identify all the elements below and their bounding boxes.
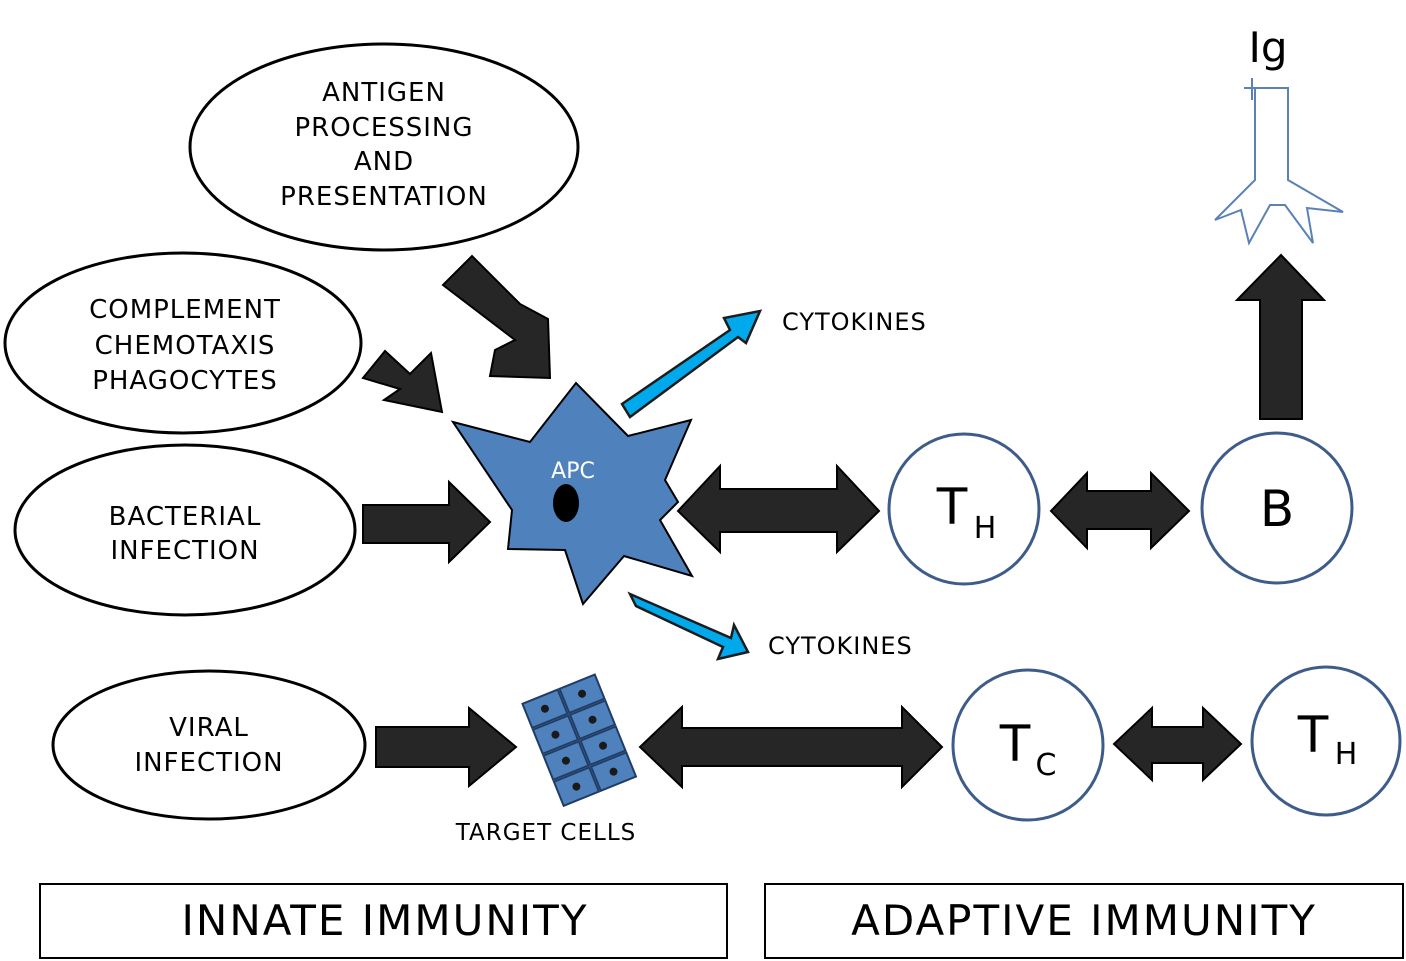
cytokine-arrow-top (620, 309, 763, 419)
th-top-main: T (936, 478, 968, 536)
viral-line-1: VIRAL (169, 713, 249, 743)
adaptive-immunity-box: ADAPTIVE IMMUNITY (764, 883, 1404, 959)
innate-immunity-box: INNATE IMMUNITY (39, 883, 728, 959)
antigen-processing-line-1: ANTIGEN (322, 78, 446, 108)
complement-line-3: PHAGOCYTES (92, 366, 278, 396)
complement-line-2: CHEMOTAXIS (95, 331, 276, 361)
apc-cell: APC (450, 381, 695, 606)
antibody-icon (1214, 78, 1344, 246)
cytokines-bottom-label: CYTOKINES (768, 632, 913, 660)
cytokines-top-label: CYTOKINES (782, 308, 927, 336)
double-arrow-target-tc (638, 704, 944, 790)
b-cell-main: B (1260, 480, 1294, 538)
arrow-complement-to-apc (361, 349, 444, 414)
antigen-processing-line-3: AND (354, 147, 414, 177)
innate-immunity-label: INNATE IMMUNITY (182, 896, 589, 945)
adaptive-immunity-label: ADAPTIVE IMMUNITY (851, 896, 1317, 945)
target-cells-label: TARGET CELLS (455, 820, 637, 846)
bacterial-line-1: BACTERIAL (109, 502, 262, 532)
apc-nucleus (553, 484, 579, 522)
complement-oval: COMPLEMENT CHEMOTAXIS PHAGOCYTES (3, 251, 363, 435)
antibody-outline (1214, 87, 1344, 246)
antigen-processing-line-4: PRESENTATION (280, 182, 488, 212)
tc-main: T (999, 715, 1031, 773)
tc-sub: C (1036, 748, 1057, 783)
double-arrow-th-b (1049, 470, 1191, 551)
th-top-sub: H (974, 511, 997, 546)
th-cell-bottom: T H (1250, 665, 1402, 817)
antigen-processing-oval: ANTIGEN PROCESSING AND PRESENTATION (188, 42, 580, 252)
viral-line-2: INFECTION (134, 748, 283, 778)
arrow-viral-to-target (375, 705, 518, 789)
viral-infection-oval: VIRAL INFECTION (51, 669, 367, 821)
cytokine-arrow-bottom (627, 591, 750, 661)
target-cells-icon (521, 673, 638, 808)
double-arrow-tc-th (1112, 705, 1243, 783)
arrow-b-to-ig (1234, 253, 1327, 420)
th-bottom-sub: H (1335, 737, 1358, 772)
bacterial-line-2: INFECTION (110, 536, 259, 566)
complement-line-1: COMPLEMENT (89, 295, 281, 325)
arrow-antigen-to-apc (441, 254, 552, 380)
arrow-bacterial-to-apc (362, 479, 492, 565)
b-cell: B (1200, 431, 1354, 585)
apc-label: APC (551, 459, 595, 484)
bacterial-infection-oval: BACTERIAL INFECTION (13, 443, 357, 617)
th-cell-top: T H (887, 432, 1041, 586)
tc-cell: T C (951, 668, 1105, 822)
double-arrow-apc-th (676, 463, 881, 555)
ig-label: Ig (1248, 23, 1287, 72)
th-bottom-main: T (1297, 706, 1329, 764)
antigen-processing-line-2: PROCESSING (294, 113, 473, 143)
